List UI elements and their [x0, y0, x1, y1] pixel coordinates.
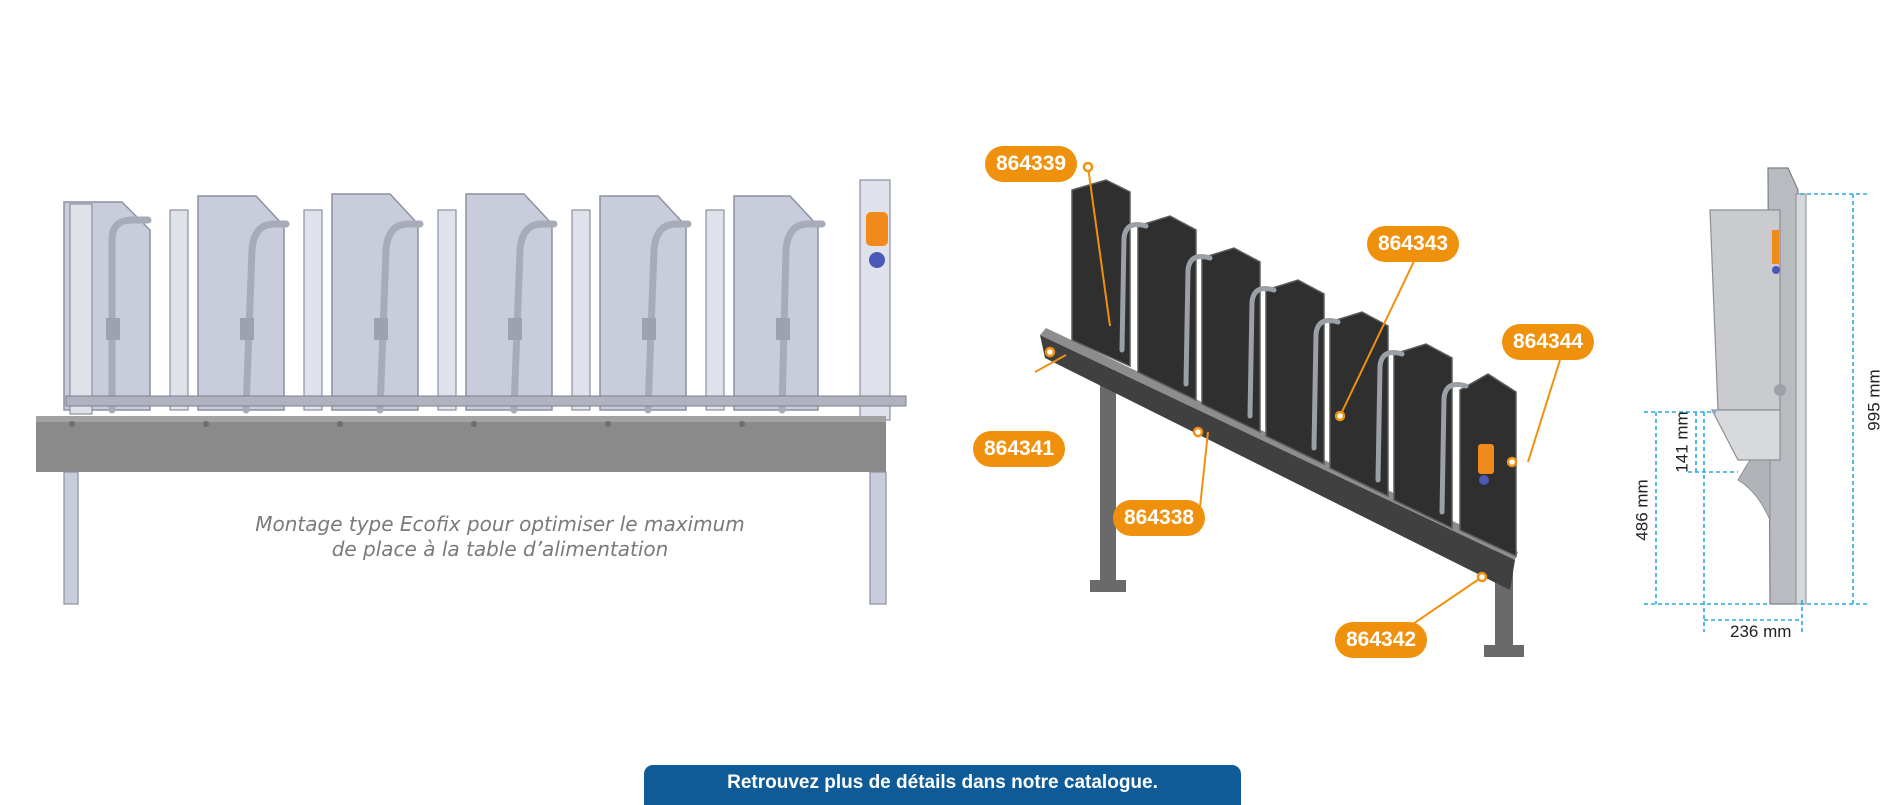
dimension-trough-height: 141 mm [1672, 411, 1692, 473]
part-tag-864339[interactable]: 864339 [985, 146, 1078, 182]
part-tag-864342[interactable]: 864342 [1335, 622, 1428, 658]
part-tag-864343[interactable]: 864343 [1367, 226, 1460, 262]
part-tag-864338[interactable]: 864338 [1113, 500, 1206, 536]
caption-line-2: de place à la table d’alimentation [331, 537, 669, 561]
part-tag-864341[interactable]: 864341 [973, 431, 1066, 467]
part-tag-864344[interactable]: 864344 [1502, 324, 1595, 360]
perspective-view-illustration [990, 160, 1610, 680]
caption-line-1: Montage type Ecofix pour optimiser le ma… [255, 512, 745, 536]
dimension-depth: 236 mm [1730, 622, 1792, 641]
dimension-base-height: 486 mm [1632, 479, 1652, 541]
dimension-total-height: 995 mm [1864, 369, 1884, 431]
illustration-caption: Montage type Ecofix pour optimiser le ma… [170, 512, 830, 562]
front-view-illustration [30, 170, 910, 610]
side-view-illustration [1620, 160, 1880, 660]
catalogue-banner-button[interactable]: Retrouvez plus de détails dans notre cat… [644, 765, 1241, 805]
